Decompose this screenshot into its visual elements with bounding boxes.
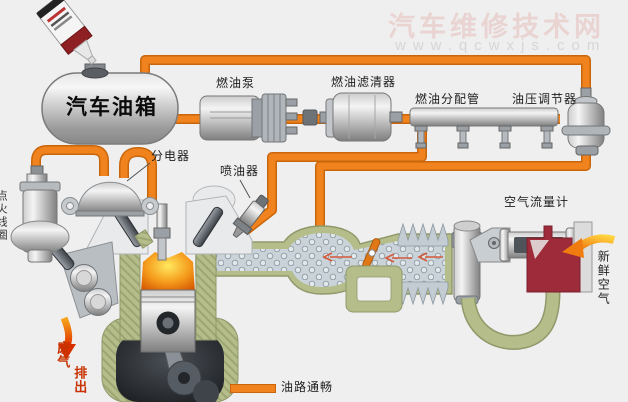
combustion-flame — [141, 252, 195, 292]
throttle-body — [451, 220, 483, 305]
pressure-regulator — [561, 87, 611, 156]
fuel-rail — [409, 107, 559, 149]
legend-oil-path-label: 油路通畅 — [281, 380, 334, 394]
exhaust-out-label-1: 废气 — [55, 341, 71, 369]
fuel-pump-label: 燃油泵 — [216, 76, 256, 90]
intake-manifold — [195, 222, 453, 313]
throttle-valve — [362, 238, 381, 269]
air-cleaner — [526, 221, 593, 293]
injector-label: 喷油器 — [220, 164, 260, 178]
exhaust-port — [46, 239, 119, 319]
bellows-top — [397, 222, 449, 247]
air-duct — [460, 291, 561, 350]
fuel-injector — [232, 194, 269, 238]
distributor-label: 分电器 — [151, 149, 191, 163]
coil-wire — [32, 146, 108, 176]
leader-lines — [126, 162, 251, 199]
fresh-air-arrow — [562, 234, 616, 258]
return-line — [141, 56, 590, 104]
spark-plug — [153, 203, 171, 261]
fuel-filter-label: 燃油滤清器 — [331, 75, 397, 89]
plug-wire — [120, 148, 156, 206]
idle-air-loop — [345, 265, 403, 313]
fuel-tank — [41, 72, 179, 145]
exhaust-arrow — [58, 316, 76, 360]
ignition-coil-label: 点火线圈 — [0, 190, 8, 242]
fuel-filter — [319, 92, 403, 142]
fuel-rail-label: 燃油分配管 — [415, 92, 481, 106]
fresh-air-label: 新鲜空气 — [596, 250, 611, 306]
ignition-coil — [10, 165, 70, 263]
pressure-regulator-label: 油压调节器 — [512, 92, 578, 106]
fuel-tank-label: 汽车油箱 — [66, 96, 158, 119]
distributor — [61, 181, 159, 217]
rail-injector-stubs — [414, 125, 554, 149]
legend-oil-line-swatch — [230, 384, 276, 393]
air-flow-meter-label: 空气流量计 — [504, 195, 570, 209]
airflow-arrows — [322, 252, 443, 263]
vacuum-line — [316, 146, 590, 243]
engine-block — [83, 185, 253, 402]
watermark-site-name: 汽车维修技术网 — [388, 12, 605, 42]
tank-filler-neck — [81, 63, 109, 79]
exhaust-out-label-2: 排出 — [72, 366, 88, 394]
watermark-site-url: www.qcwxjs.com — [395, 37, 607, 54]
additive-bottle — [36, 0, 97, 65]
fuel-pump — [199, 93, 318, 143]
bellows-bottom — [397, 281, 449, 306]
